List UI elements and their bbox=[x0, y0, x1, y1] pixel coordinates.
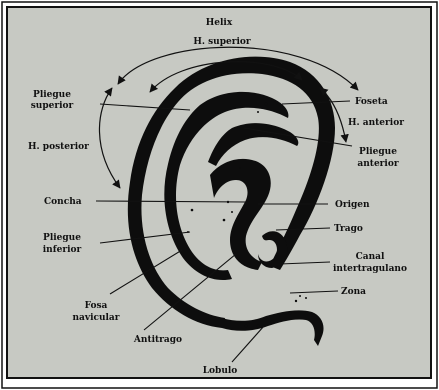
label-lobulo: Lobulo bbox=[203, 366, 238, 376]
label-pliegue-inferior-line1: Pliegue bbox=[43, 233, 81, 243]
label-fosa-line2: navicular bbox=[72, 313, 119, 323]
label-zona: Zona bbox=[341, 287, 366, 297]
label-pliegue-superior-line1: Pliegue bbox=[33, 90, 71, 100]
label-pliegue-anterior-line1: Pliegue bbox=[359, 147, 397, 157]
label-pliegue-superior-line2: superior bbox=[31, 101, 74, 111]
label-canal-line1: Canal bbox=[356, 252, 385, 262]
label-h-posterior: H. posterior bbox=[28, 142, 89, 152]
label-fosa-line1: Fosa bbox=[85, 301, 108, 311]
label-trago: Trago bbox=[334, 224, 363, 234]
label-foseta: Foseta bbox=[355, 97, 388, 107]
label-canal-line2: intertragulano bbox=[333, 264, 407, 274]
label-h-superior: H. superior bbox=[193, 37, 251, 47]
label-helix: Helix bbox=[206, 18, 233, 28]
label-concha: Concha bbox=[44, 197, 82, 207]
label-origen: Origen bbox=[335, 200, 370, 210]
label-pliegue-anterior-line2: anterior bbox=[357, 159, 398, 169]
label-antitrago: Antitrago bbox=[133, 335, 182, 345]
label-pliegue-inferior-line2: inferior bbox=[43, 245, 82, 255]
label-h-anterior: H. anterior bbox=[348, 118, 404, 128]
